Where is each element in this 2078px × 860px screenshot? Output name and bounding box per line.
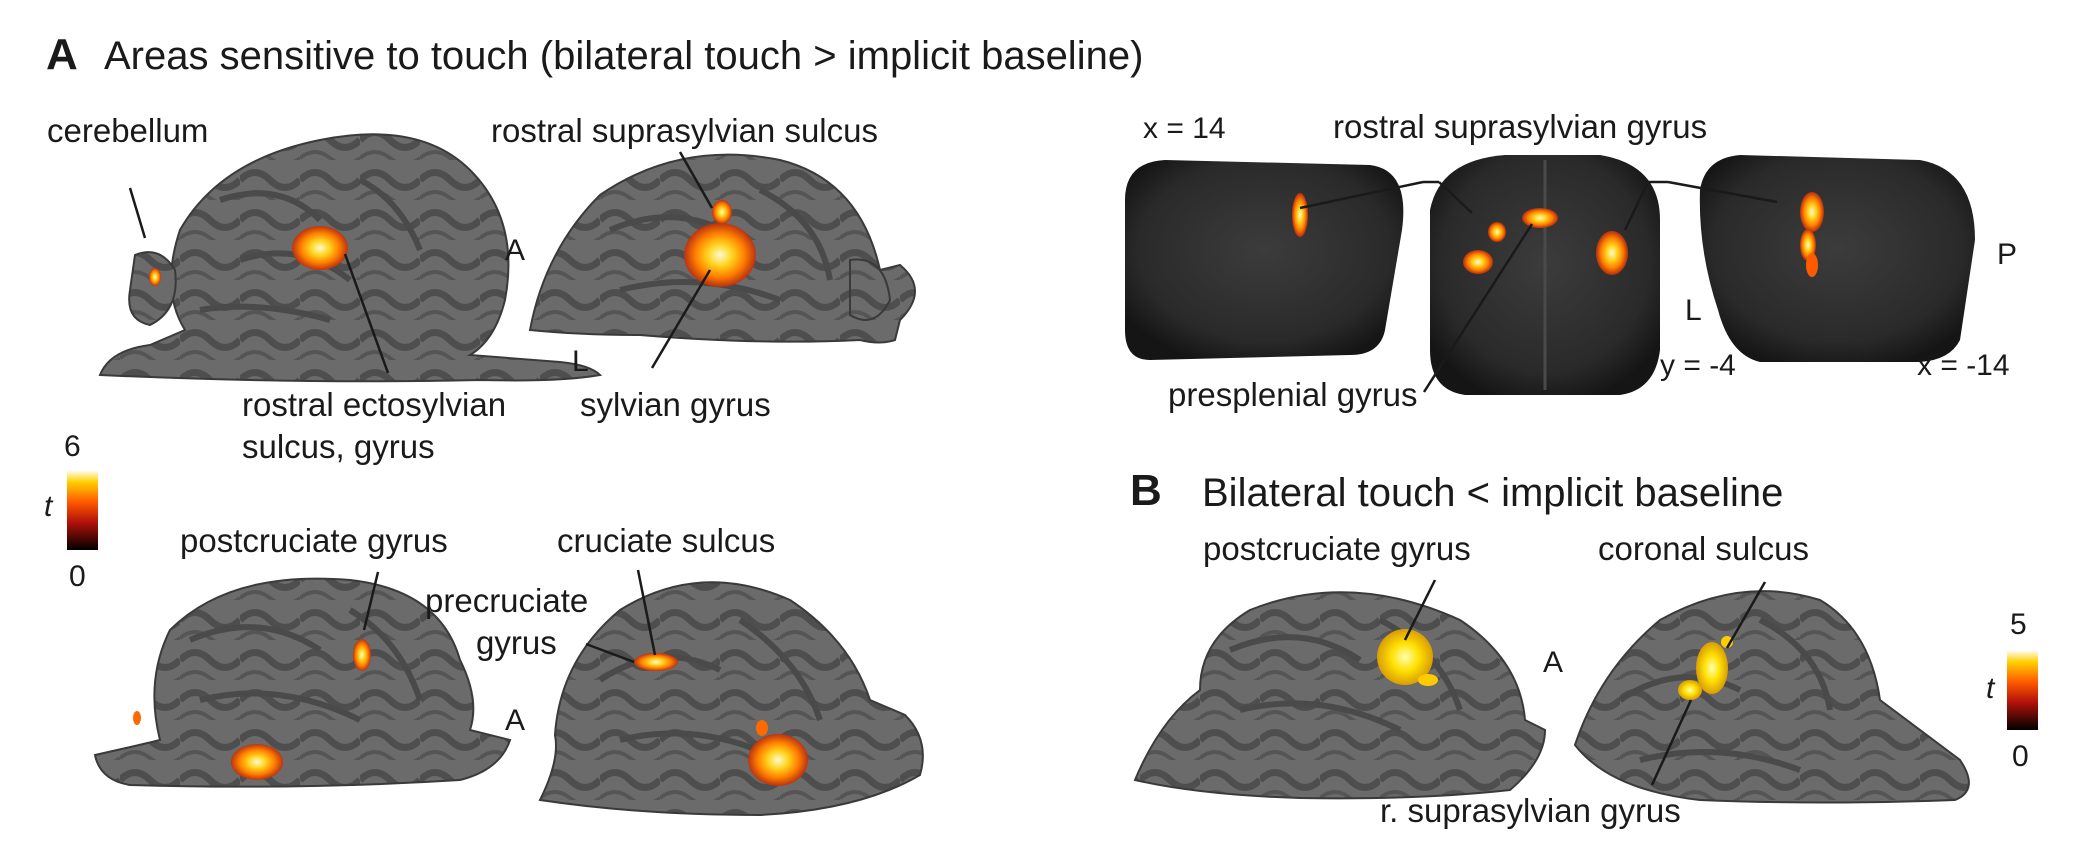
colorbar-b-max: 5: [2010, 608, 2027, 641]
colorbar-a-symbol: t: [44, 490, 53, 523]
colorbar-a-min: 0: [69, 560, 86, 593]
slice-coordinate-y: y = -4: [1660, 349, 1736, 382]
panel-a-letter: A: [46, 30, 78, 79]
brain-lateral-top-left: [98, 133, 603, 383]
mri-slice-coronal: [1430, 155, 1660, 395]
activation-blob: [1377, 629, 1438, 686]
label-precruciate-line1: precruciate: [425, 582, 589, 619]
label-rostral-suprasylvian-sulcus: rostral suprasylvian sulcus: [491, 112, 878, 149]
colorbar-b-min: 0: [2012, 740, 2029, 773]
activation-blob: [634, 653, 808, 786]
label-rostral-suprasylvian-gyrus: rostral suprasylvian gyrus: [1333, 108, 1708, 145]
orientation-anterior: A: [505, 234, 526, 267]
colorbar-a-max: 6: [64, 430, 81, 463]
brain-dorsal-bottom-right: [538, 581, 924, 817]
label-b-coronal-sulcus: coronal sulcus: [1598, 530, 1809, 567]
panel-b-letter: B: [1130, 466, 1162, 515]
colorbar-b-symbol: t: [1986, 672, 1995, 705]
activation-blob: [1678, 636, 1733, 700]
mri-slice-sagittal-left: [1125, 160, 1404, 360]
orientation-left: L: [572, 345, 589, 378]
mri-slice-sagittal-right: [1699, 155, 1975, 362]
orientation-anterior-bottom: A: [505, 704, 526, 737]
label-b-postcruciate-gyrus: postcruciate gyrus: [1203, 530, 1471, 567]
brain-lateral-b-left: [1133, 591, 1547, 800]
activation-blob: [133, 639, 371, 780]
label-sylvian-gyrus: sylvian gyrus: [580, 386, 771, 423]
slice-coordinate-x-positive: x = 14: [1143, 112, 1226, 145]
label-rostral-ectosylvian-line1: rostral ectosylvian: [242, 386, 507, 423]
label-precruciate-line2: gyrus: [476, 624, 557, 661]
activation-blob: [149, 226, 348, 286]
leader-lines: [128, 151, 1778, 786]
brain-dorsal-bottom-left: [93, 577, 512, 788]
slice-coordinate-x-negative: x = -14: [1917, 349, 2010, 382]
activation-blob: [684, 200, 756, 287]
colorbar-a: [67, 470, 98, 550]
panel-a-title: Areas sensitive to touch (bilateral touc…: [104, 34, 1144, 78]
orientation-posterior: P: [1997, 238, 2018, 271]
label-postcruciate-gyrus: postcruciate gyrus: [180, 522, 448, 559]
label-b-r-suprasylvian-gyrus: r. suprasylvian gyrus: [1380, 792, 1681, 829]
orientation-left-coronal: L: [1685, 294, 1702, 327]
orientation-b-anterior: A: [1543, 646, 1564, 679]
label-cerebellum: cerebellum: [47, 112, 209, 149]
brain-lateral-b-right: [1573, 590, 1970, 804]
panel-b-title: Bilateral touch < implicit baseline: [1202, 471, 1784, 515]
label-presplenial-gyrus: presplenial gyrus: [1168, 376, 1418, 413]
label-cruciate-sulcus: cruciate sulcus: [557, 522, 776, 559]
colorbar-b: [2007, 650, 2038, 730]
label-rostral-ectosylvian-line2: sulcus, gyrus: [242, 428, 435, 465]
